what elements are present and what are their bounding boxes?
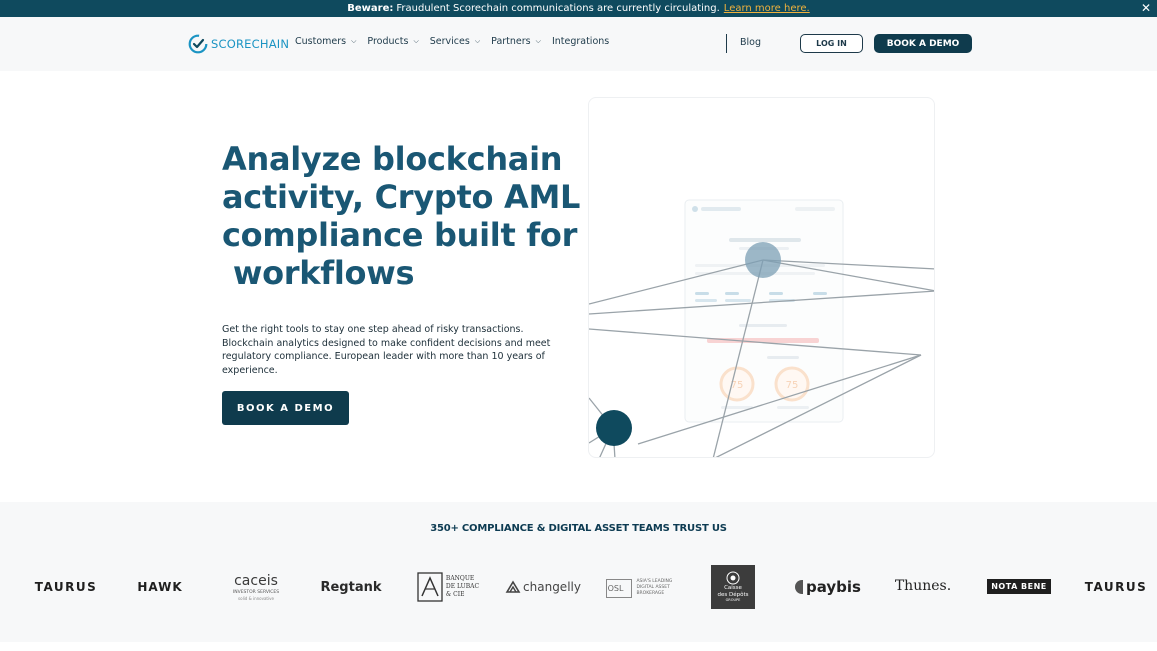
login-button[interactable]: LOG IN [800,34,863,53]
trust-section: 350+ COMPLIANCE & DIGITAL ASSET TEAMS TR… [0,502,1157,642]
svg-text:75: 75 [731,380,744,391]
partner-logo-hawk: HAWK [137,580,183,594]
partner-logo-banque-de-lubac: BANQUE DE LUBAC & CIE [412,570,484,604]
partner-logo-partial [0,578,4,596]
lubac-line: & CIE [445,591,465,598]
hero-title-line: workflows [222,254,415,292]
changelly-mark-icon [505,580,521,593]
partner-logo-taurus: TAURUS [34,580,98,594]
partner-logo-taurus: TAURUS [1084,580,1148,594]
svg-text:75: 75 [786,380,799,391]
hero-title: Analyze blockchain activity, Crypto AML … [222,140,581,292]
changelly-name: changelly [523,580,581,594]
cdc-line: des Dépôts [717,591,749,598]
partner-logo-caceis: caceis INVESTOR SERVICES solid & innovat… [222,569,290,607]
partner-logos: TAURUS HAWK caceis INVESTOR SERVICES sol… [0,564,1157,610]
partner-logo-caisse-des-depots: Caisse des Dépôts GROUPE [711,565,755,609]
logo[interactable]: SCORECHAIN [188,33,289,55]
caceis-tagline: solid & innovative [238,596,274,601]
main-navigation: SCORECHAIN Customers ⌵ Products ⌵ Servic… [0,17,1157,71]
network-lines [589,259,934,457]
close-icon[interactable]: ✕ [1140,1,1151,15]
announcement-message: Fraudulent Scorechain communications are… [396,3,720,14]
osl-line: BROKERAGE [636,591,665,596]
chevron-down-icon: ⌵ [413,37,419,45]
hero-title-line: activity, Crypto AML [222,178,581,216]
chevron-down-icon: ⌵ [474,37,481,45]
hero-description: Get the right tools to stay one step ahe… [222,324,551,377]
partner-logo-paybis: paybis [794,575,862,599]
nav-menu: Customers ⌵ Products ⌵ Services ⌵ Partne… [295,36,620,47]
chevron-down-icon: ⌵ [535,37,541,45]
partner-logo-notabene: NOTA BENE [987,579,1051,594]
nav-item-partners[interactable]: Partners ⌵ [491,36,541,47]
trust-title: 350+ COMPLIANCE & DIGITAL ASSET TEAMS TR… [430,523,727,534]
nav-item-label: Integrations [551,36,610,47]
lubac-line: DE LUBAC [445,583,480,590]
hero-title-line: Analyze blockchain [222,140,563,178]
osl-line: ASIA'S LEADING [636,579,673,584]
partner-logo-regtank: Regtank [320,579,382,595]
nav-book-demo-button[interactable]: BOOK A DEMO [874,34,972,53]
nav-item-customers[interactable]: Customers ⌵ [295,36,356,47]
nav-item-products[interactable]: Products ⌵ [367,36,418,47]
nav-item-integrations[interactable]: Integrations [552,36,609,47]
hero-book-demo-button[interactable]: BOOK A DEMO [222,391,349,425]
dashboard-preview: 75 75 [684,199,844,423]
partner-logo-osl: OSL ASIA'S LEADING DIGITAL ASSET BROKERA… [600,576,678,600]
chevron-down-icon: ⌵ [351,37,357,45]
lubac-line: BANQUE [445,575,475,582]
lubac-emblem-icon [417,572,443,602]
paybis-name: paybis [806,578,861,596]
logo-text: SCORECHAIN [211,37,290,51]
cdc-line: Caisse [724,585,742,591]
osl-line: DIGITAL ASSET [636,585,670,590]
caceis-name: caceis [234,573,278,589]
partner-logo-changelly: changelly [505,575,581,599]
partner-logo-thunes: Thunes. [894,578,952,594]
nav-divider [726,34,727,53]
nav-item-services[interactable]: Services ⌵ [430,36,480,47]
caceis-subtitle: INVESTOR SERVICES [232,590,280,595]
nav-item-label: Products [367,36,409,47]
nav-item-label: Customers [295,36,347,47]
network-graph-illustration: 75 75 [589,199,934,457]
paybis-mark-icon [795,580,803,594]
scorechain-logo-icon [188,34,208,54]
nav-item-label: Partners [491,36,531,47]
network-node [745,242,781,278]
cdc-seal-icon [726,571,740,585]
network-node [596,410,632,446]
osl-mark: OSL [605,578,633,598]
nav-blog-link[interactable]: Blog [740,37,761,48]
cdc-line: GROUPE [725,598,741,602]
announcement-bar: Beware: Fraudulent Scorechain communicat… [0,0,1157,17]
announcement-prefix: Beware: [347,3,394,14]
nav-item-label: Services [429,36,470,47]
announcement-link[interactable]: Learn more here. [723,3,810,14]
hero-title-line: compliance built for [222,216,578,254]
hero-illustration: 75 75 [588,97,935,458]
